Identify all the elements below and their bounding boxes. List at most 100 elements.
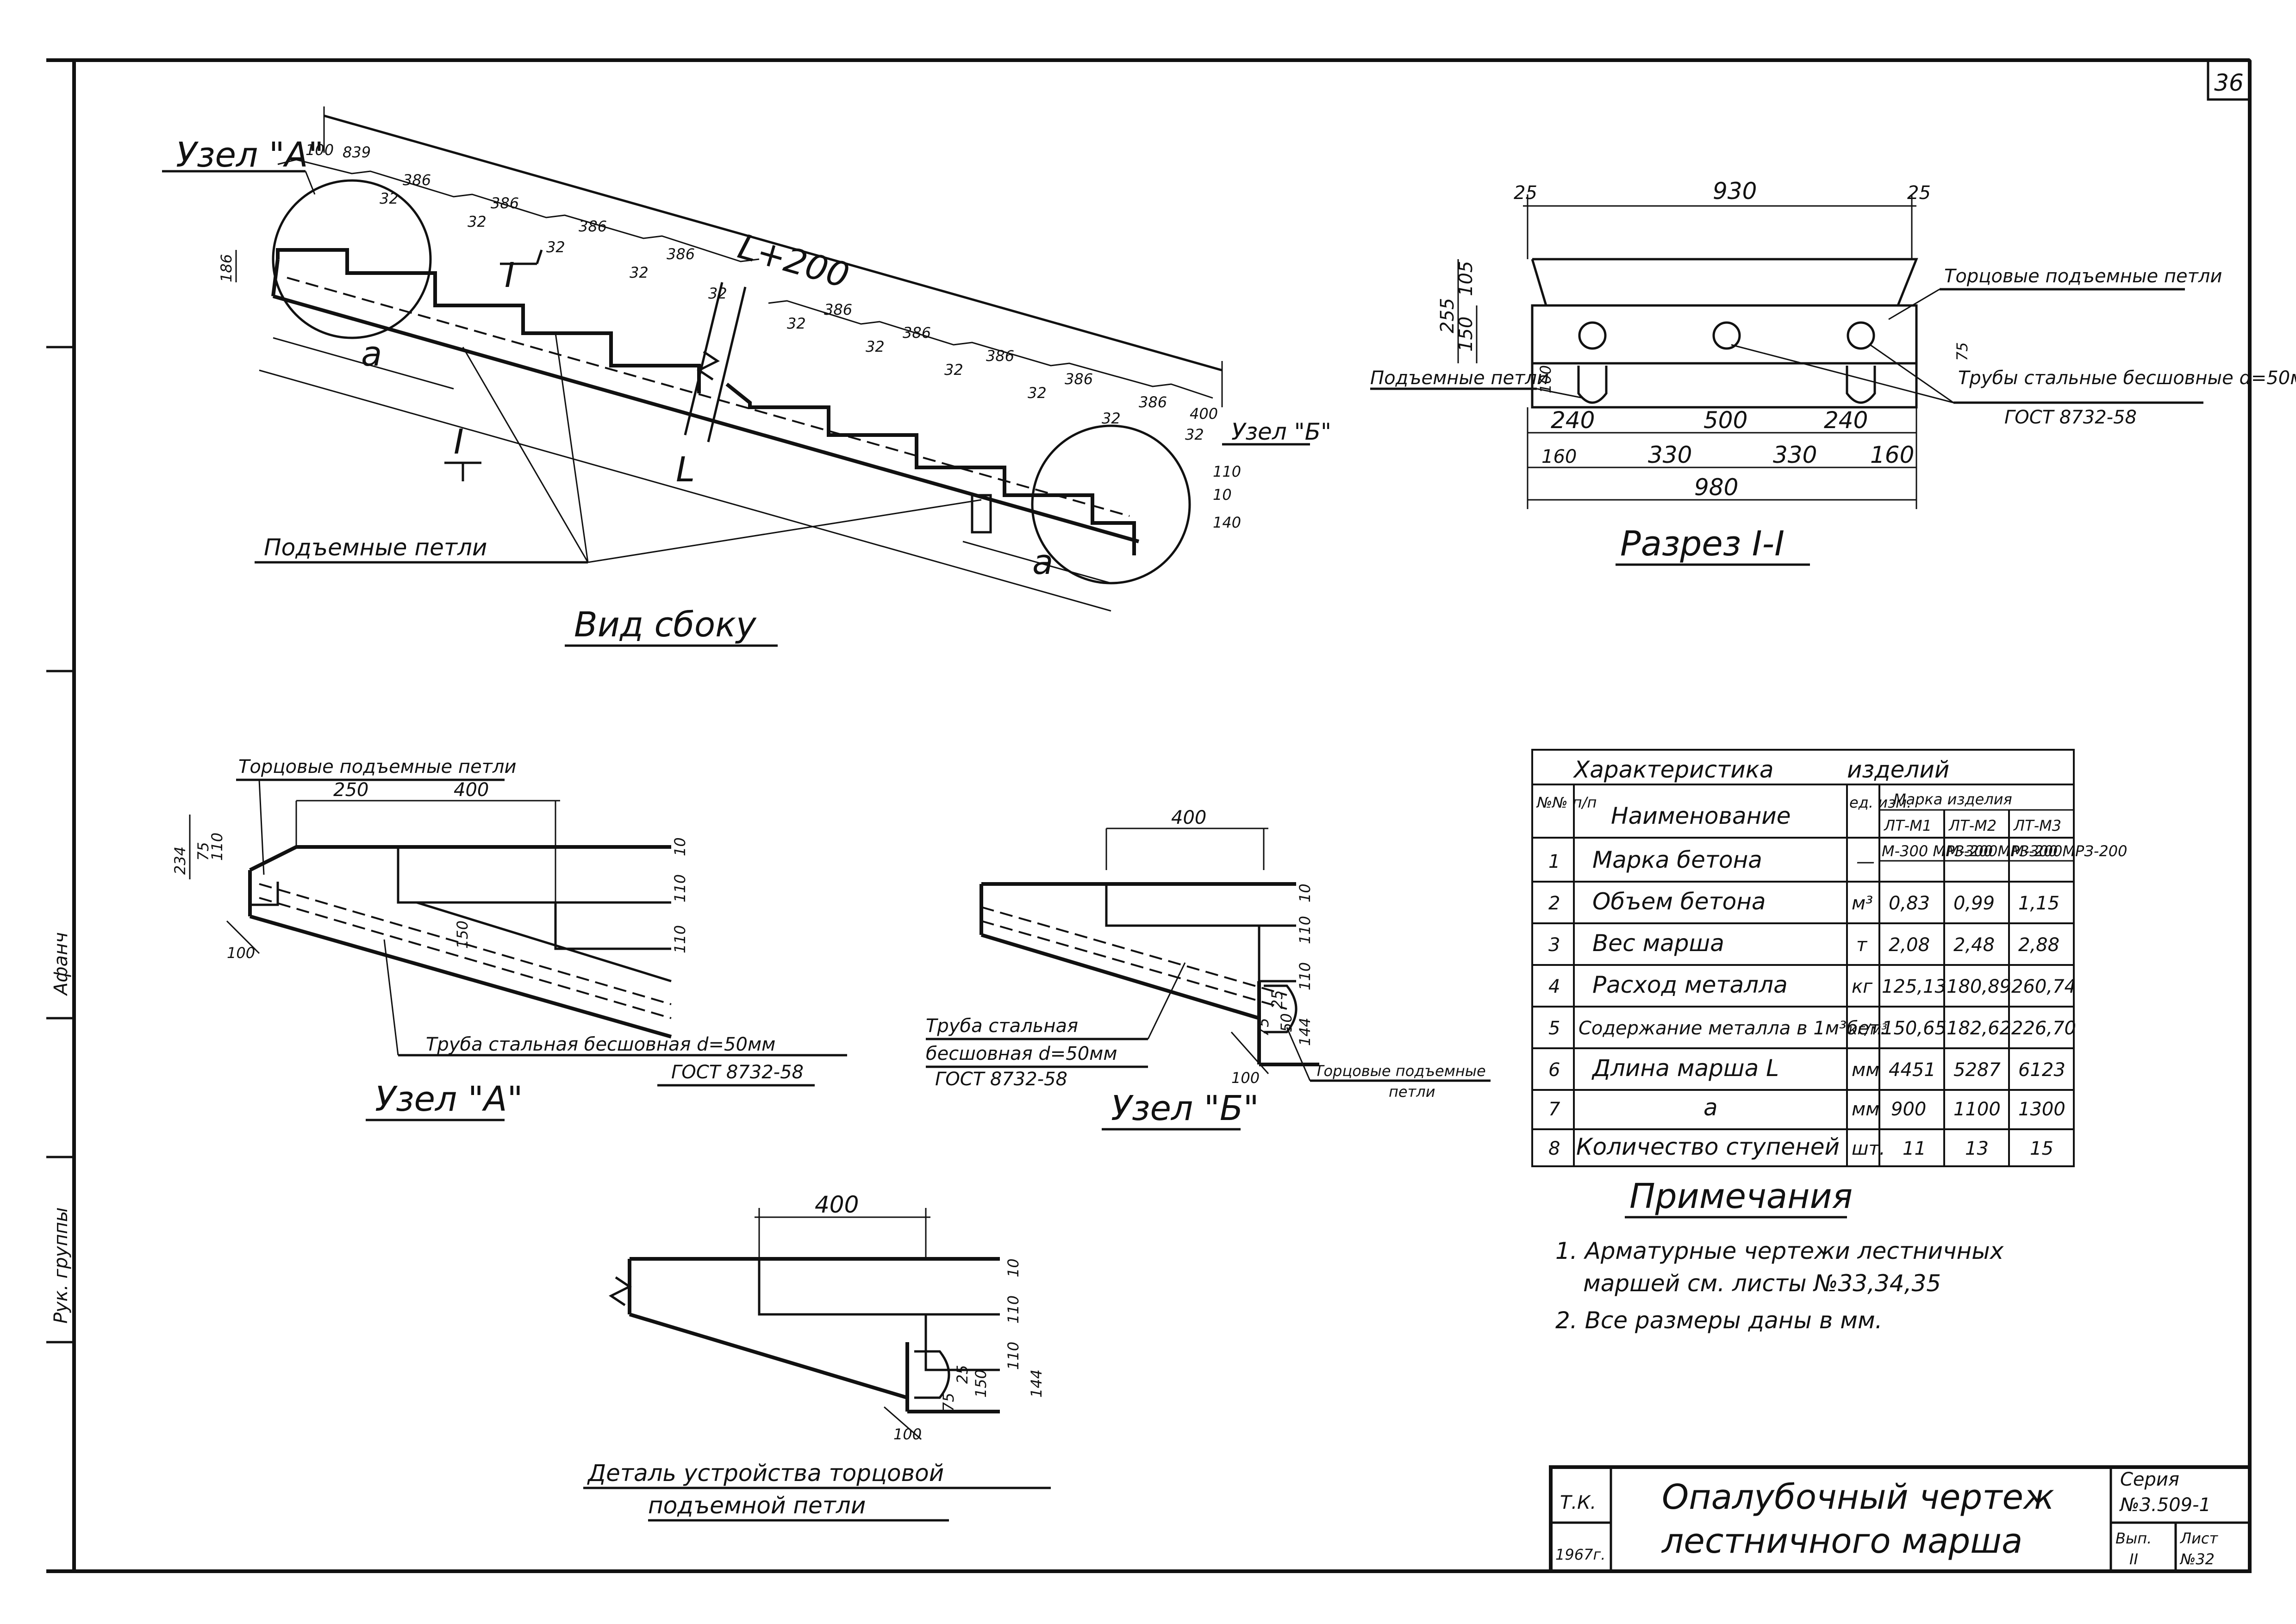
node-b-dim-144: 144 [1296,1018,1314,1046]
table-row-3-n: 3 [1548,934,1560,956]
node-b-dim-110-b: 110 [1296,962,1314,990]
node-a-dim-234: 234 [171,846,189,875]
node-a-dim-110-c: 110 [671,925,689,953]
sheet-number: 36 [2214,69,2244,96]
table-row-7-unit: мм [1852,1099,1879,1120]
table-row-2-unit: м³ [1852,893,1873,914]
node-b-dim-10: 10 [1296,884,1314,902]
sec-end-loops-label: Торцовые подъемные петли [1944,266,2222,287]
sec-dim-240-right: 240 [1824,407,1868,434]
title-stamp: Т.К. 1967г. Опалубочный чертеж лестнично… [1549,1465,2252,1573]
table-row-5-v3: 226,70 [2011,1018,2076,1039]
end-loop-detail: 400 10 110 110 144 150 25 75 100 Деталь … [583,1191,1051,1522]
table-mark-3: ЛТ-М3 [2013,817,2061,834]
table-row-3-name: Вес марша [1592,930,1724,957]
sec-dim-330-left: 330 [1648,442,1692,468]
table-row-1-v3: М-300 МРЗ-200 [2011,842,2127,860]
table-mark-2: ЛТ-М2 [1948,817,1997,834]
table-row-4-n: 4 [1548,976,1560,997]
side-view-title: Вид сбоку [574,605,757,645]
table-row-4-v3: 260,74 [2011,976,2076,997]
node-a-title: Узел "А" [375,1079,523,1119]
table-row-4-v2: 180,89 [1947,976,2011,997]
section-title: Разрез I-I [1620,524,1784,564]
stamp-sheet-label: Лист [2180,1530,2218,1547]
sec-dim-160-right: 160 [1870,442,1914,468]
stamp-series-value: №3.509-1 [2119,1494,2211,1516]
dim-step-7: 386 [986,347,1014,365]
table-row-2-v3: 1,15 [2018,893,2059,914]
table-title-a: Характеристика [1572,756,1774,783]
table-row-2-v2: 0,99 [1953,893,1995,914]
node-b-dim-110: 110 [1296,916,1314,944]
node-b-dim-400: 400 [1171,807,1206,828]
notes-block: Примечания 1. Арматурные чертежи лестнич… [1555,1176,2004,1334]
table-row-7-v3: 1300 [2018,1099,2065,1120]
dim-b-110: 110 [1213,463,1241,480]
dim-a-bottom: a [1032,542,1053,582]
node-b-gost-label: ГОСТ 8732-58 [935,1069,1067,1090]
node-a-pipe-label: Труба стальная бесшовная d=50мм [426,1034,775,1055]
dim-tread-9: 32 [1028,384,1047,402]
table-row-5-v2: 182,62 [1947,1018,2011,1039]
table-row-6-v1: 4451 [1889,1059,1936,1081]
table-row-6-v3: 6123 [2018,1059,2065,1081]
notes-item-1-line-1: 1. Арматурные чертежи лестничных [1555,1238,2004,1264]
table-row-5-name: Содержание металла в 1м³бет. [1578,1018,1886,1039]
detail-dim-100: 100 [893,1425,922,1443]
table-row-2-v1: 0,83 [1889,893,1930,914]
sec-dim-240-left: 240 [1551,407,1595,434]
node-b-dim-100: 100 [1231,1069,1260,1087]
table-row-3-unit: т [1856,934,1868,956]
dim-l: L [676,450,695,490]
notes-item-1-line-2: маршей см. листы №33,34,35 [1583,1270,1941,1297]
sec-dim-160-left: 160 [1541,446,1577,467]
table-row-6-n: 6 [1548,1059,1560,1081]
sec-dim-980: 980 [1694,474,1738,501]
table-row-4-unit: кг [1852,976,1873,997]
detail-dim-10: 10 [1004,1258,1022,1277]
node-a-gost-label: ГОСТ 8732-58 [671,1062,804,1083]
dim-first-100: 100 [306,141,334,159]
table-row-7-v2: 1100 [1953,1099,2001,1120]
dim-tread-3: 32 [546,238,565,256]
dim-tread-8: 32 [944,361,963,379]
sec-pipes-label: Трубы стальные бесшовные d=50мм [1958,367,2296,389]
stamp-vol-value: II [2129,1550,2138,1568]
table-row-7-v1: 900 [1891,1099,1926,1120]
node-b-end-loops-label-2: петли [1389,1083,1435,1101]
sec-gost-label: ГОСТ 8732-58 [2004,407,2137,428]
table-row-3-v3: 2,88 [2018,934,2059,956]
table-row-3-v2: 2,48 [1953,934,1995,956]
table-row-6-name: Длина марша L [1591,1055,1779,1082]
table-row-8-v3: 15 [2030,1138,2053,1159]
margin-label-group-head: Рук. группы [50,1207,72,1324]
side-lifting-loops-label: Подъемные петли [264,534,487,561]
table-row-8-n: 8 [1548,1138,1560,1159]
stamp-title-line-1: Опалубочный чертеж [1662,1477,2054,1517]
section-mark-top: I [505,255,515,295]
node-b-dim-25: 25 [1268,990,1286,1009]
node-a-dim-75: 75 [194,842,212,861]
dim-step-9: 386 [1139,393,1167,411]
node-b-detail: 400 10 110 110 144 50 25 75 100 Труба ст… [926,807,1491,1131]
table-hdr-num: №№ п/п [1536,794,1597,811]
dim-l-plus-200: L+200 [734,227,854,296]
stamp-title-line-2: лестничного марша [1661,1521,2022,1561]
detail-dim-150: 150 [972,1369,990,1398]
table-row-6-v2: 5287 [1953,1059,2001,1081]
table-row-1-v2: М-300 МРЗ-200 [1947,842,2062,860]
table-row-4-name: Расход металла [1592,971,1788,998]
detail-dim-144: 144 [1028,1369,1045,1398]
detail-dim-110-b: 110 [1004,1342,1022,1370]
node-a-dim-100: 100 [227,944,255,962]
detail-title-line-2: подъемной петли [648,1492,866,1519]
node-a-dim-150: 150 [454,921,471,949]
sec-dim-25-left: 25 [1514,182,1537,204]
node-a-dim-250: 250 [333,779,368,801]
table-row-1-name: Марка бетона [1592,846,1762,873]
table-row-2-name: Объем бетона [1592,888,1766,915]
node-b-title: Узел "Б" [1111,1089,1259,1128]
table-row-1-v1: М-300 МРЗ-200 [1882,842,1997,860]
